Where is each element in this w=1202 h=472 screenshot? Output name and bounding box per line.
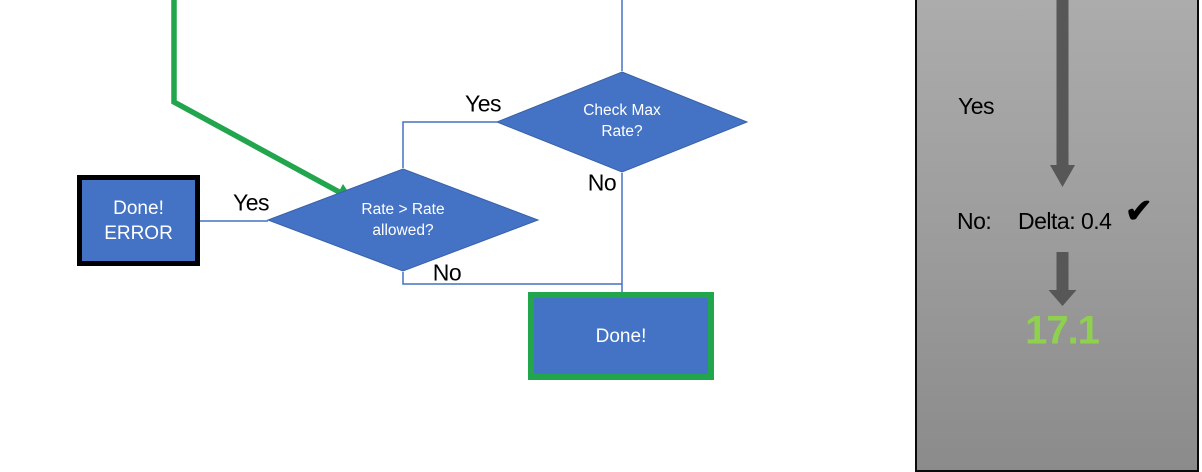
check-max-line2: Rate? <box>601 123 643 140</box>
check-max-rate-decision-label: Check Max Rate? <box>583 100 661 142</box>
rate-allowed-decision-diamond <box>266 168 540 272</box>
checkmark-icon: ✔ <box>1125 192 1153 229</box>
rate-allowed-line2: allowed? <box>372 222 434 239</box>
done-error-line1: Done! <box>113 197 164 219</box>
done-error-box: Done! ERROR <box>77 175 200 266</box>
done-box: Done! <box>528 292 714 380</box>
edge-label-rate-no: No <box>432 259 462 286</box>
flowchart-layer <box>171 0 749 292</box>
panel-no-label: No: <box>957 208 992 234</box>
done-error-line2: ERROR <box>104 222 173 244</box>
edge-label-check-max-yes: Yes <box>464 90 502 117</box>
down-arrow-long-head <box>1050 165 1075 187</box>
side-panel: Yes No: Delta: 0.4 ✔ 17.1 <box>915 0 1199 472</box>
edge-label-rate-yes: Yes <box>232 189 270 216</box>
connector-check-max-yes <box>402 121 497 168</box>
down-arrow-short-head <box>1048 290 1077 306</box>
panel-delta-value: Delta: 0.4 <box>1018 208 1112 234</box>
check-max-rate-decision-diamond <box>495 71 749 173</box>
check-max-line1: Check Max <box>583 102 661 119</box>
done-label: Done! <box>595 325 647 347</box>
down-arrow-short-shaft <box>1056 252 1069 291</box>
side-panel-arrow-layer <box>1048 0 1077 306</box>
rate-allowed-decision-label: Rate > Rate allowed? <box>361 199 444 241</box>
rate-allowed-line1: Rate > Rate <box>361 201 445 218</box>
green-flow-arrow <box>171 0 343 196</box>
connector-rate-no <box>402 272 622 285</box>
down-arrow-long-shaft <box>1056 0 1069 166</box>
panel-result-value: 17.1 <box>1025 308 1100 353</box>
edge-label-check-max-no: No <box>587 169 617 196</box>
panel-yes-label: Yes <box>958 93 995 119</box>
